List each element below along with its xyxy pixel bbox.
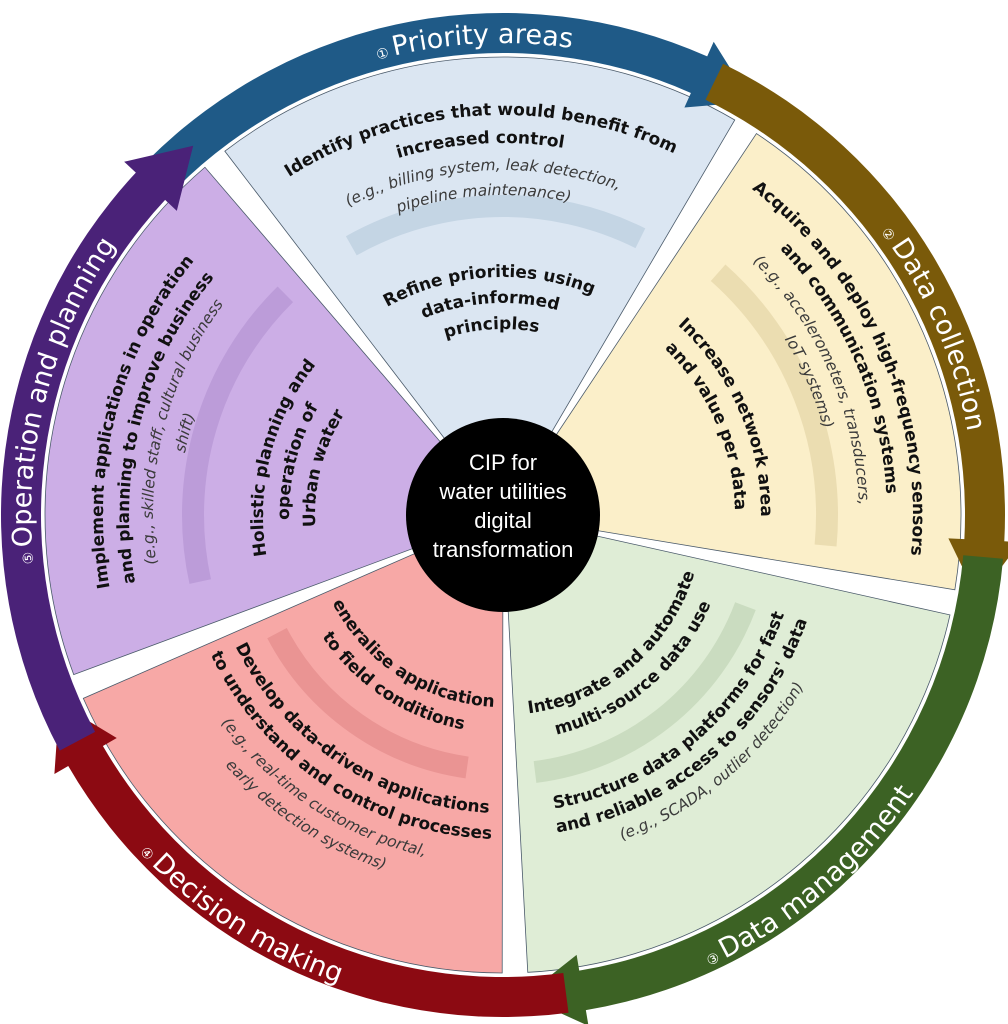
center-circle [406, 418, 600, 612]
stage-5-number-badge: ⑤ [20, 547, 37, 565]
center-line-4: transformation [433, 537, 574, 562]
sector-1-flow-band [345, 195, 646, 256]
sector-4-flow-band [267, 628, 469, 779]
sector-2-flow-band [710, 264, 838, 547]
sector-1-fill [224, 56, 736, 468]
center-line-1: CIP for [469, 450, 537, 475]
ring-arrow-5 [0, 145, 194, 751]
sector-3-flow-band [533, 602, 756, 783]
ring-arrow-4 [54, 703, 569, 1017]
sector-fills [44, 56, 962, 974]
ring-arrow-3 [524, 555, 1004, 1024]
center-line-3: digital [474, 508, 531, 533]
sector-5-flow-band [182, 286, 294, 584]
ring-arrow-2 [705, 63, 1008, 599]
sector-5-fill [44, 166, 465, 676]
ring-arrow-1 [148, 12, 752, 189]
center-hub: CIP for water utilities digital transfor… [406, 418, 600, 612]
stage-3-number-badge: ③ [704, 948, 726, 970]
sector-3-fill [505, 527, 951, 973]
stage-1-number-badge: ① [375, 44, 395, 64]
center-line-2: water utilities [438, 479, 566, 504]
